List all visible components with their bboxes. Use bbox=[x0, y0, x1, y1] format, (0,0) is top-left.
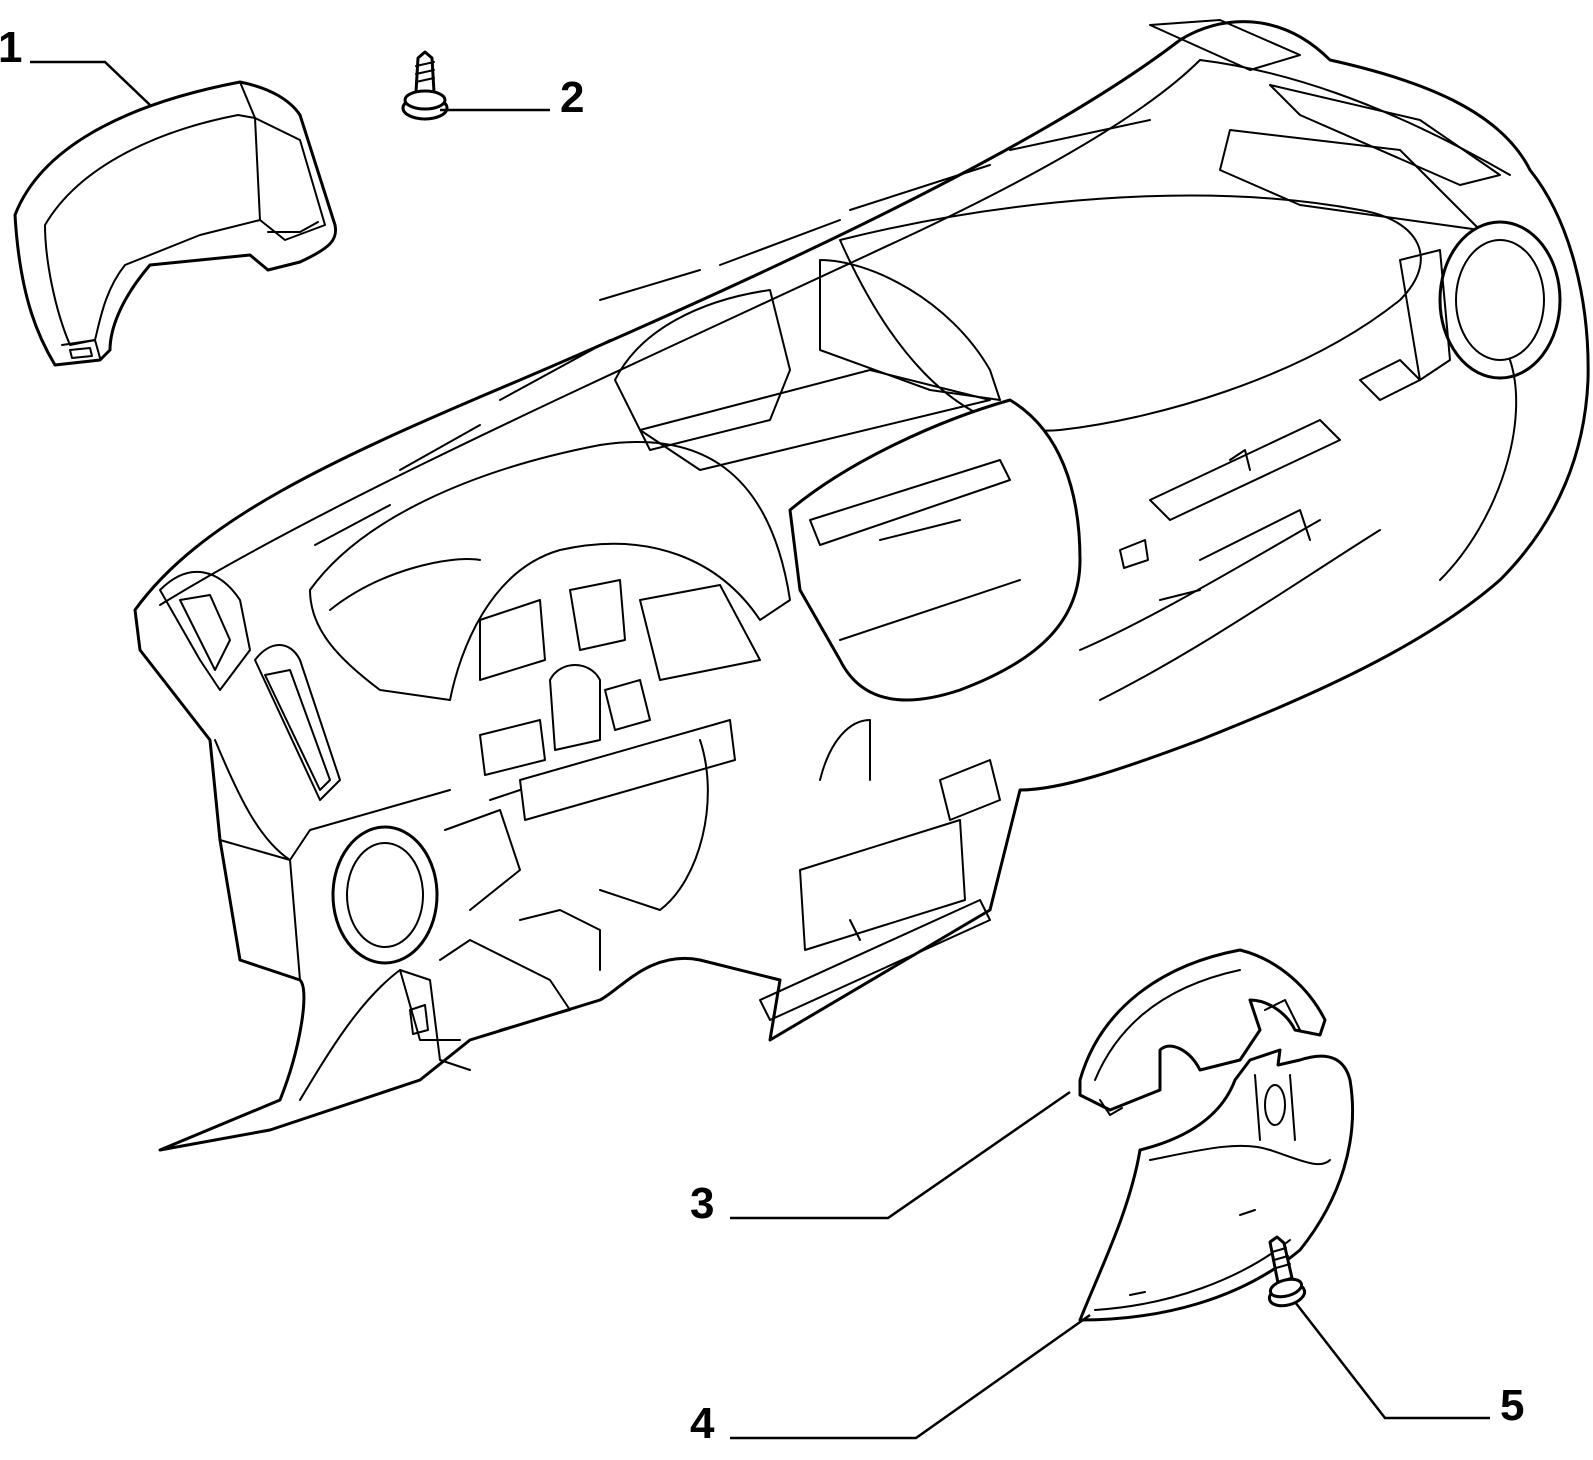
leader-line-3 bbox=[730, 1090, 1071, 1220]
screw-5-icon bbox=[1267, 1235, 1307, 1308]
leader-line-4 bbox=[730, 1313, 1091, 1440]
callout-3: 3 bbox=[690, 1179, 714, 1228]
upper-steering-column-cover bbox=[1078, 948, 1327, 1116]
callout-1: 1 bbox=[0, 23, 22, 72]
instrument-cluster-bezel bbox=[13, 80, 338, 367]
callout-labels: 1 2 3 4 5 bbox=[0, 23, 1524, 1448]
callout-2: 2 bbox=[560, 73, 584, 122]
callout-4: 4 bbox=[690, 1399, 715, 1448]
leader-lines bbox=[30, 60, 1490, 1440]
callout-5: 5 bbox=[1500, 1381, 1524, 1430]
screw-2-icon bbox=[401, 50, 449, 121]
dashboard-panel bbox=[133, 19, 1590, 1152]
leader-line-1 bbox=[30, 60, 151, 106]
leader-line-5 bbox=[1294, 1301, 1490, 1420]
